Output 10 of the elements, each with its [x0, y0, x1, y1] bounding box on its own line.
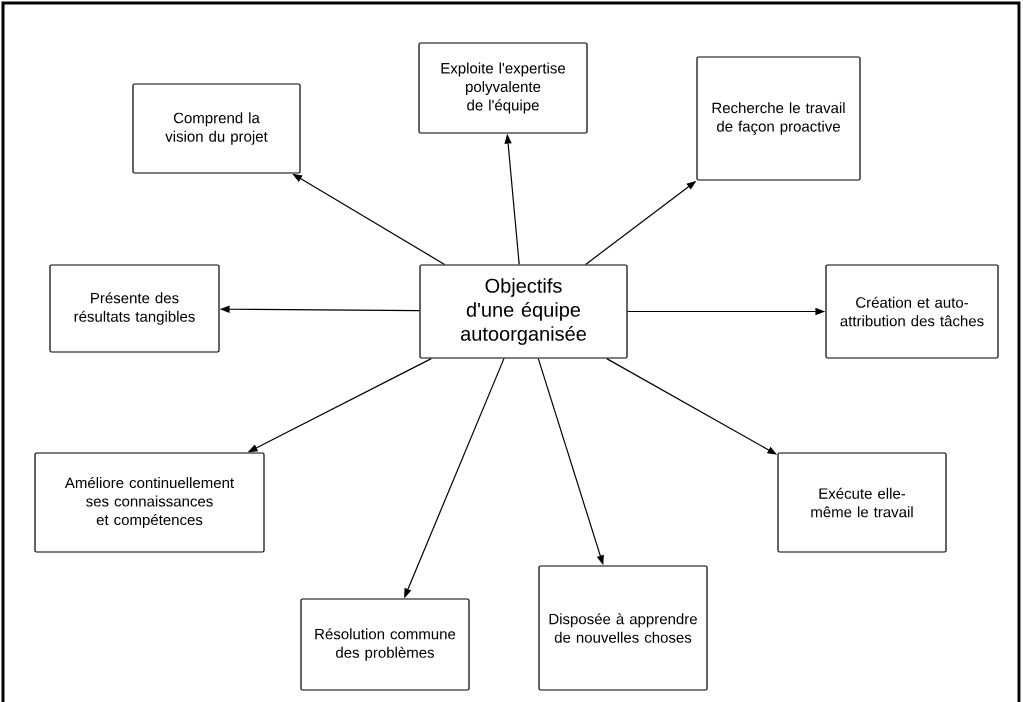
goal-box: Création et auto-attribution des tâches: [825, 264, 999, 359]
goal-box: Recherche le travail de façon proactive: [696, 56, 861, 181]
goal-box: Comprend la vision du projet: [132, 83, 301, 174]
goal-box: Résolution commune des problèmes: [300, 598, 470, 691]
goal-box: Exploite l'expertise polyvalente de l'équipe: [418, 42, 588, 134]
goal-box: Présente des résultats tangibles: [49, 264, 220, 353]
goal-box: Exécute elle-même le travail: [777, 452, 947, 553]
goal-box: Disposée à apprendre de nouvelles choses: [538, 565, 708, 691]
goal-box: Améliore continuellement ses connaissances et compétences: [34, 452, 265, 553]
title-box: Objectifs d'une équipe autoorganisée: [419, 264, 628, 359]
